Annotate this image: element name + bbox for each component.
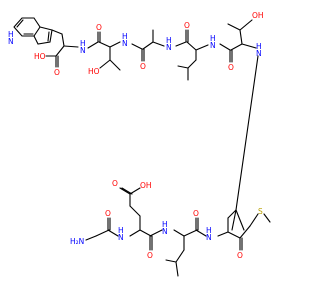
thr1-oh-label: HO bbox=[88, 67, 100, 76]
s-met-label: S bbox=[258, 207, 263, 216]
o-leu1-label: O bbox=[184, 21, 190, 30]
o-met-label: O bbox=[237, 251, 243, 260]
o-gly-label: O bbox=[105, 209, 111, 218]
bond-skeleton bbox=[13, 17, 271, 277]
o-leu2-label: O bbox=[193, 209, 199, 218]
acid-oh-top-label: HO bbox=[34, 52, 46, 61]
glu-oh-label: OH bbox=[140, 181, 152, 190]
o-thr1-label: O bbox=[96, 23, 102, 32]
o-ala-label: O bbox=[140, 62, 146, 71]
acid-o-top-label: O bbox=[54, 68, 60, 77]
o-glu-label: O bbox=[147, 251, 153, 260]
o-thr2-label: O bbox=[228, 63, 234, 72]
h2n-gly-label: H₂N bbox=[70, 237, 84, 246]
glu-o-label: O bbox=[112, 179, 118, 188]
thr2-oh-label: OH bbox=[252, 11, 264, 20]
peptide-structure-diagram: HN HO O HN O HO HN O HN O HN O OH HN S O… bbox=[8, 11, 271, 277]
